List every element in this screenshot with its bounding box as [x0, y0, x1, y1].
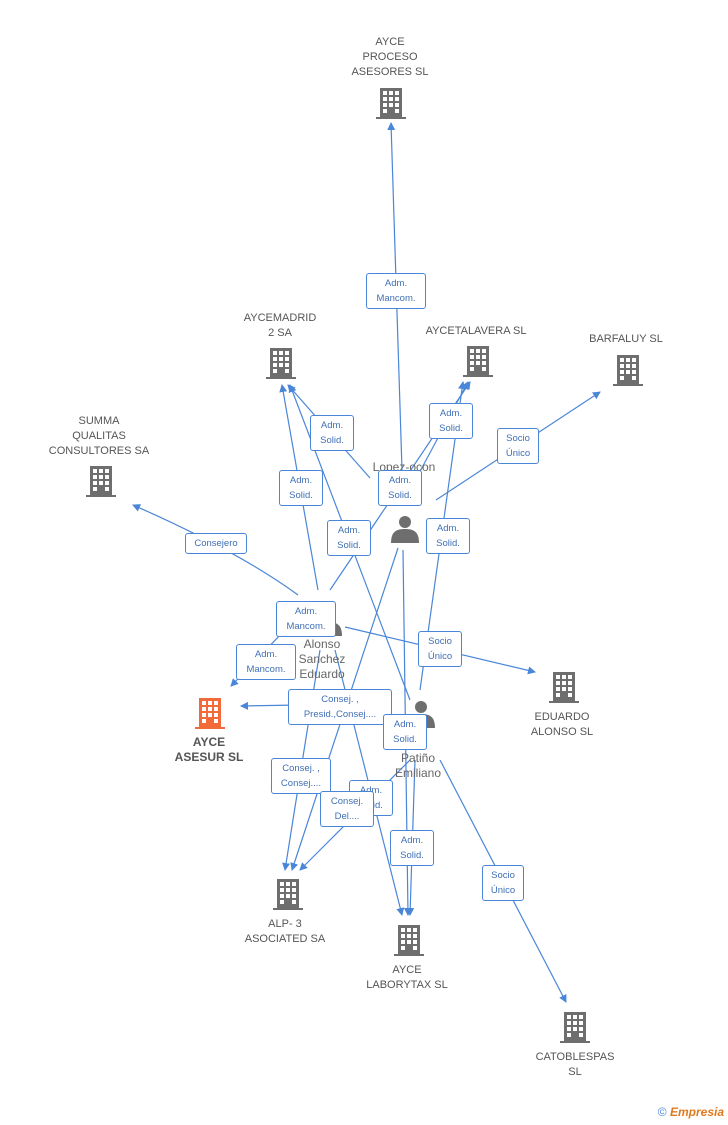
edge-label[interactable]: Adm. Solid.	[383, 714, 427, 750]
edge-label[interactable]: Adm. Solid.	[426, 518, 470, 554]
building-icon	[549, 672, 579, 703]
edge-label[interactable]: Adm. Mancom.	[236, 644, 296, 680]
edge-label[interactable]: Consej. , Presid.,Consej....	[288, 689, 392, 725]
brand-name: Empresia	[669, 1105, 724, 1119]
building-icon	[560, 1012, 590, 1043]
edge-label[interactable]: Adm. Solid.	[310, 415, 354, 451]
edge-label[interactable]: Adm. Solid.	[279, 470, 323, 506]
building-icon	[394, 925, 424, 956]
node-label-ayce-laborytax[interactable]: AYCE LABORYTAX SL	[366, 964, 448, 991]
node-label-summa[interactable]: SUMMA QUALITAS CONSULTORES SA	[48, 415, 150, 457]
edge-label[interactable]: Adm. Solid.	[429, 403, 473, 439]
person-icon	[391, 516, 419, 543]
node-label-aycetalavera[interactable]: AYCETALAVERA SL	[425, 325, 527, 337]
copyright-icon: ©	[657, 1105, 667, 1119]
person-label-alonso[interactable]: Alonso Sanchez Eduardo	[298, 637, 346, 681]
node-label-ayce-asesur[interactable]: AYCE ASESUR SL	[174, 735, 244, 764]
node-label-alp3[interactable]: ALP- 3 ASOCIATED SA	[244, 918, 326, 945]
edge-label[interactable]: Adm. Solid.	[378, 470, 422, 506]
edge-label[interactable]: Adm. Solid.	[390, 830, 434, 866]
edge-label[interactable]: Consej. , Consej....	[271, 758, 331, 794]
edge-label[interactable]: Adm. Mancom.	[276, 601, 336, 637]
edge-label[interactable]: Consejero	[185, 533, 247, 554]
building-icon	[273, 879, 303, 910]
node-label-barfaluy[interactable]: BARFALUY SL	[589, 333, 663, 345]
edge-label[interactable]: Consej. Del....	[320, 791, 374, 827]
node-label-ayce-proceso[interactable]: AYCE PROCESO ASESORES SL	[351, 36, 429, 78]
building-icon	[266, 348, 296, 379]
node-label-eduardo-alonso[interactable]: EDUARDO ALONSO SL	[530, 711, 594, 738]
node-label-catoblespas[interactable]: CATOBLESPAS SL	[535, 1051, 615, 1078]
edge-label[interactable]: Adm. Mancom.	[366, 273, 426, 309]
building-icon	[463, 346, 493, 377]
node-label-aycemadrid[interactable]: AYCEMADRID 2 SA	[243, 312, 317, 339]
building-icon	[86, 466, 116, 497]
building-icon	[195, 698, 225, 729]
edges	[132, 122, 601, 1003]
edge-label[interactable]: Adm. Solid.	[327, 520, 371, 556]
footer-brand: © Empresia	[658, 1105, 724, 1119]
building-icon	[376, 88, 406, 119]
building-icon	[613, 355, 643, 386]
edge-label[interactable]: Socio Único	[418, 631, 462, 667]
edge-label[interactable]: Socio Único	[497, 428, 539, 464]
edge-label[interactable]: Socio Único	[482, 865, 524, 901]
